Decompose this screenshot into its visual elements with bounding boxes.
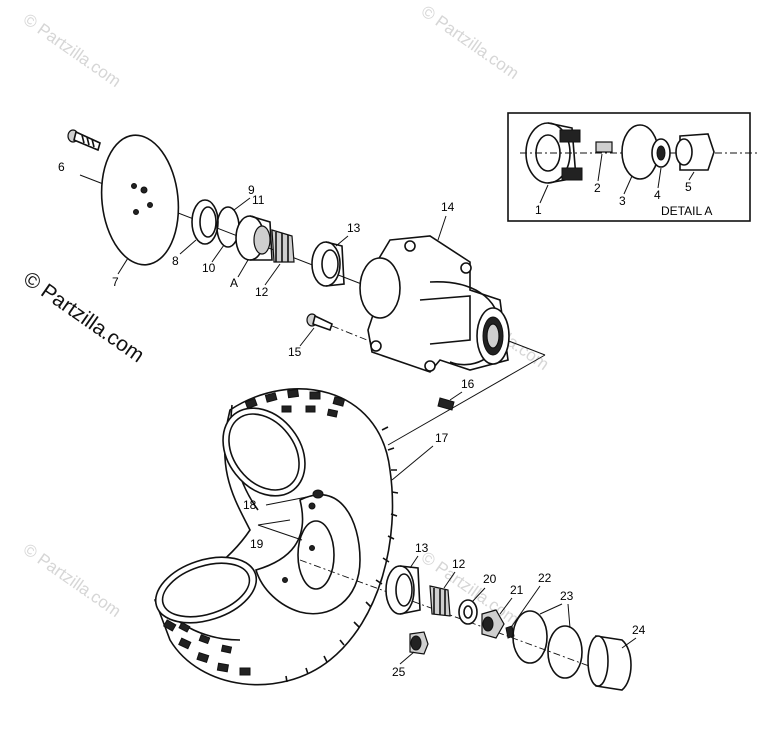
callout-16: 16 bbox=[461, 377, 475, 391]
part-7-brake-disc bbox=[100, 134, 180, 266]
lower-assembly-axis bbox=[299, 559, 601, 671]
callout-22: 22 bbox=[538, 571, 552, 585]
detail-part-1-bearing bbox=[520, 122, 760, 184]
callout-19: 19 bbox=[250, 537, 264, 551]
tire-tread-lower bbox=[162, 619, 251, 676]
callout-ref-a: A bbox=[230, 276, 238, 290]
callout-14: 14 bbox=[441, 200, 455, 214]
callout-17: 17 bbox=[435, 431, 449, 445]
detail-part-4-washer bbox=[651, 138, 671, 168]
part-20-washer bbox=[458, 599, 478, 625]
callout-18: 18 bbox=[243, 498, 257, 512]
callout-12-top: 12 bbox=[255, 285, 269, 299]
callout-7: 7 bbox=[112, 275, 119, 289]
part-19-rim bbox=[255, 493, 361, 615]
part-13-race-top bbox=[311, 241, 345, 287]
part-24-dust-cap bbox=[587, 635, 632, 691]
callout-5: 5 bbox=[685, 180, 692, 194]
part-15-stud bbox=[306, 313, 333, 332]
callout-12-bottom: 12 bbox=[452, 557, 466, 571]
watermark-top-left: © Partzilla.com bbox=[20, 10, 125, 91]
part-25-lug-nut bbox=[409, 631, 429, 655]
rim-upper-hoop bbox=[222, 407, 306, 497]
callout-23: 23 bbox=[560, 589, 574, 603]
part-13-race-bottom bbox=[385, 565, 421, 615]
callout-9: 9 bbox=[248, 183, 255, 197]
callout-8: 8 bbox=[172, 254, 179, 268]
detail-a-label: DETAIL A bbox=[661, 204, 712, 218]
part-11-bearing bbox=[235, 215, 273, 261]
part-12-tapered-bearing-bottom bbox=[429, 585, 451, 617]
part-23-o-rings bbox=[512, 610, 583, 679]
callout-13-bottom: 13 bbox=[415, 541, 429, 555]
callout-4: 4 bbox=[654, 188, 661, 202]
callout-3: 3 bbox=[619, 194, 626, 208]
hub-to-wheel-leader bbox=[387, 354, 546, 446]
callout-25: 25 bbox=[392, 665, 406, 679]
part-18-valve bbox=[312, 489, 324, 499]
part-21-castle-nut bbox=[481, 609, 505, 639]
callout-11: 11 bbox=[252, 193, 265, 207]
rim-lower-hoop bbox=[154, 556, 258, 624]
part-6-bolt bbox=[67, 129, 101, 152]
part-22-cotter-pin bbox=[505, 625, 515, 639]
callout-13-top: 13 bbox=[347, 221, 361, 235]
callout-10: 10 bbox=[202, 261, 216, 275]
callout-15: 15 bbox=[288, 345, 302, 359]
part-16-nipple bbox=[437, 397, 455, 411]
part-8-seal bbox=[191, 199, 219, 245]
detail-part-2-pin bbox=[595, 141, 613, 153]
part-12-tapered-bearing-top bbox=[271, 229, 295, 263]
callout-24: 24 bbox=[632, 623, 646, 637]
part-14-wheel-hub bbox=[359, 235, 510, 373]
callout-21: 21 bbox=[510, 583, 524, 597]
watermark-large: © Partzilla.com bbox=[19, 267, 148, 367]
callout-2: 2 bbox=[594, 181, 601, 195]
detail-a-box: 1 2 3 4 5 DETAIL A bbox=[507, 112, 760, 222]
callout-1: 1 bbox=[535, 203, 542, 217]
detail-part-5-nut bbox=[675, 133, 715, 171]
watermark-top-right: © Partzilla.com bbox=[418, 2, 523, 83]
callout-6: 6 bbox=[58, 160, 65, 174]
callout-20: 20 bbox=[483, 572, 497, 586]
watermark-bottom-left: © Partzilla.com bbox=[20, 540, 125, 621]
